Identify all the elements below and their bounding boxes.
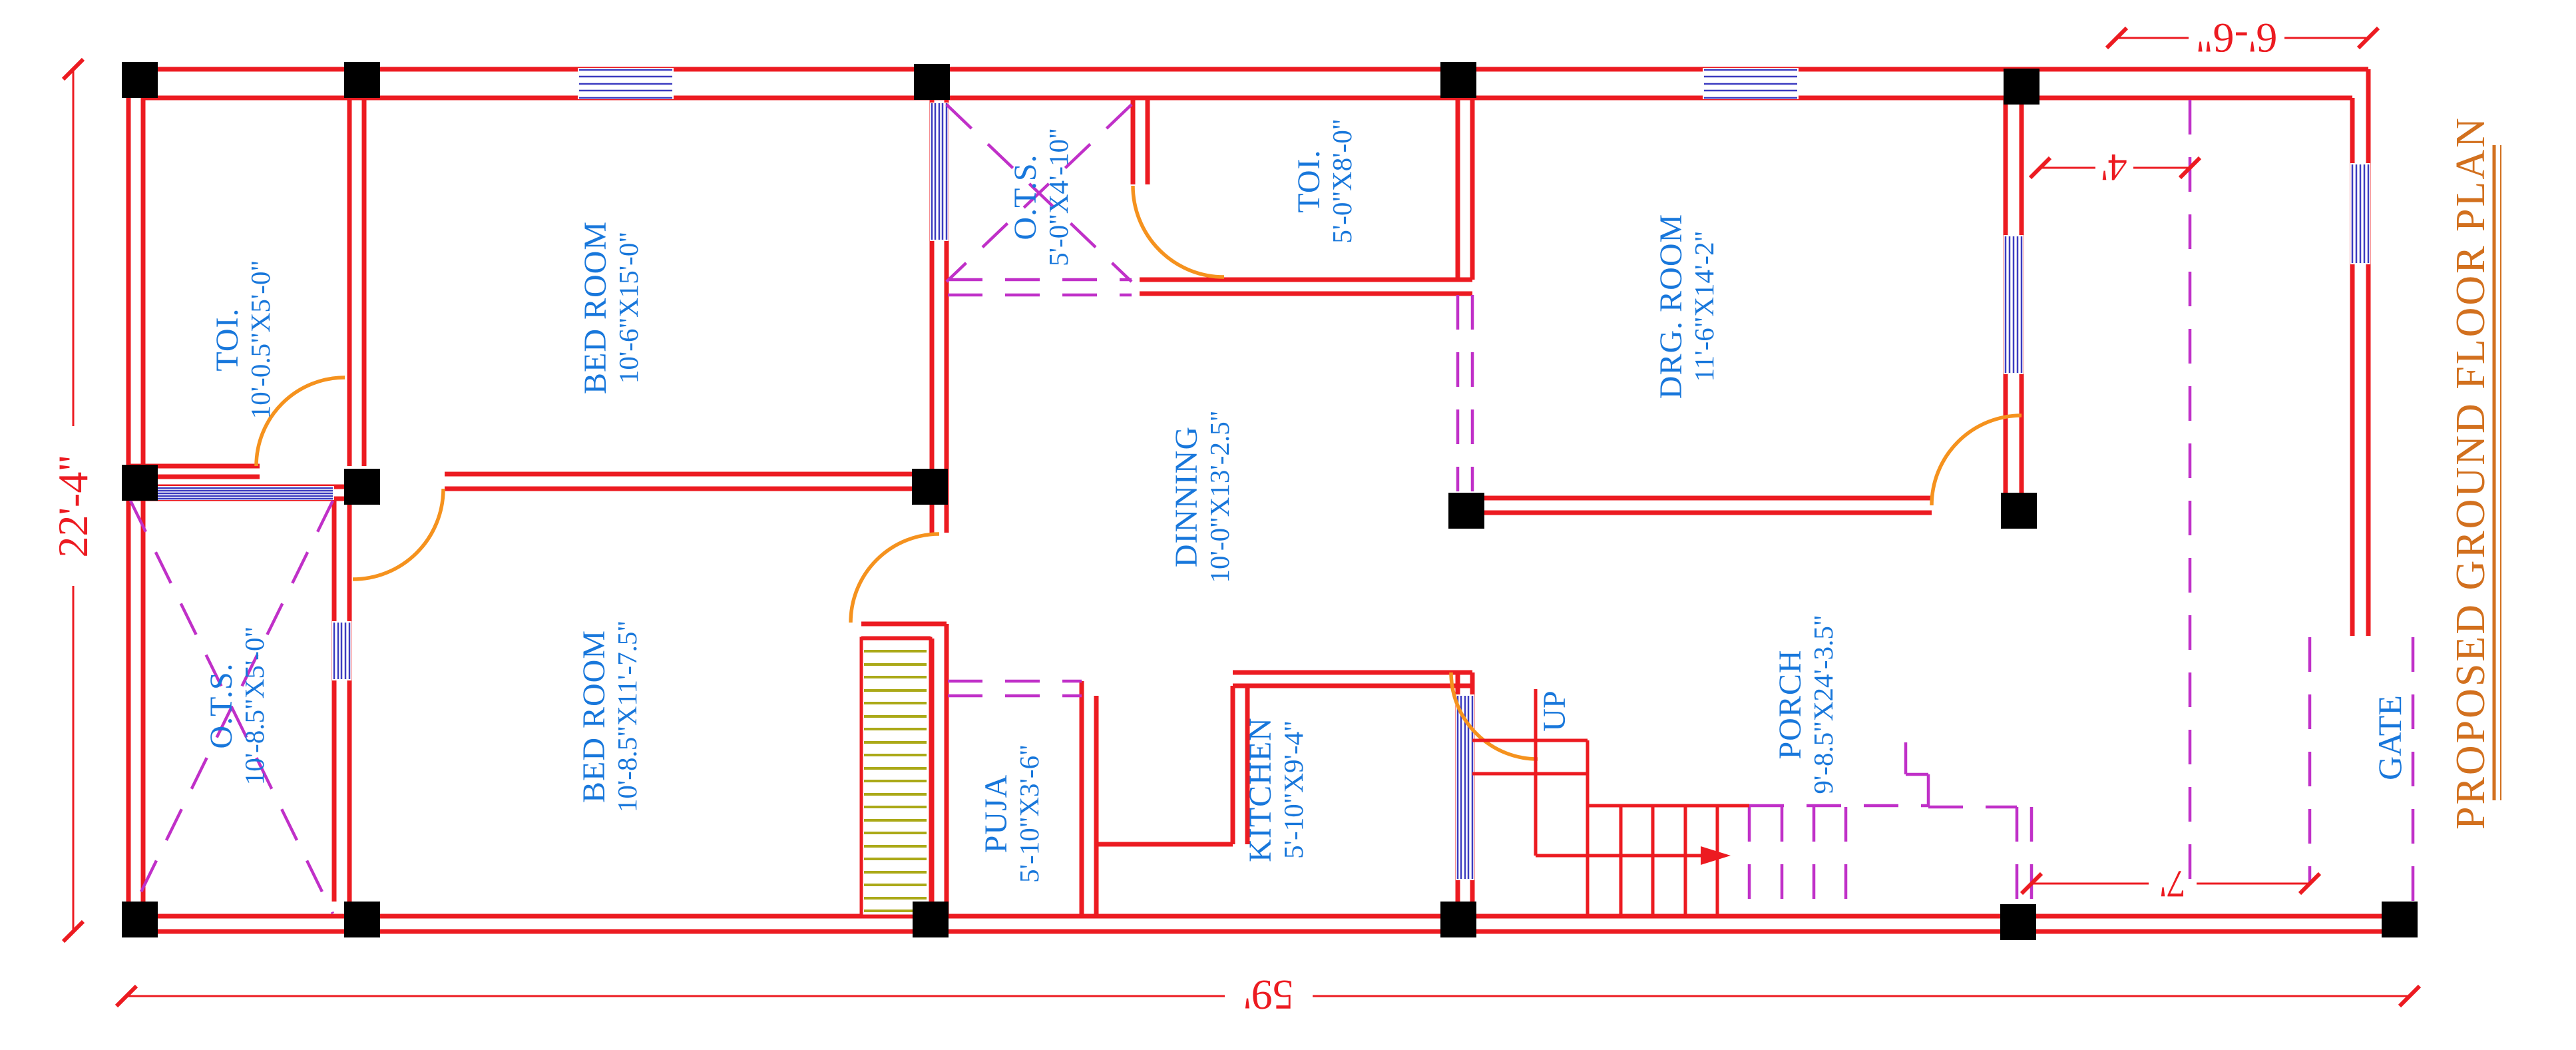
walls bbox=[126, 67, 2411, 934]
columns bbox=[122, 62, 2418, 940]
staircase bbox=[1472, 689, 1749, 916]
title-underline bbox=[2492, 145, 2501, 800]
window-hatches bbox=[152, 68, 2370, 880]
door-arcs bbox=[254, 185, 2022, 761]
dimension-lines bbox=[61, 26, 2422, 1008]
wardrobe-hatch bbox=[859, 637, 933, 918]
dashed-openings bbox=[128, 100, 2415, 916]
stair-direction-arrow bbox=[1701, 846, 1731, 865]
